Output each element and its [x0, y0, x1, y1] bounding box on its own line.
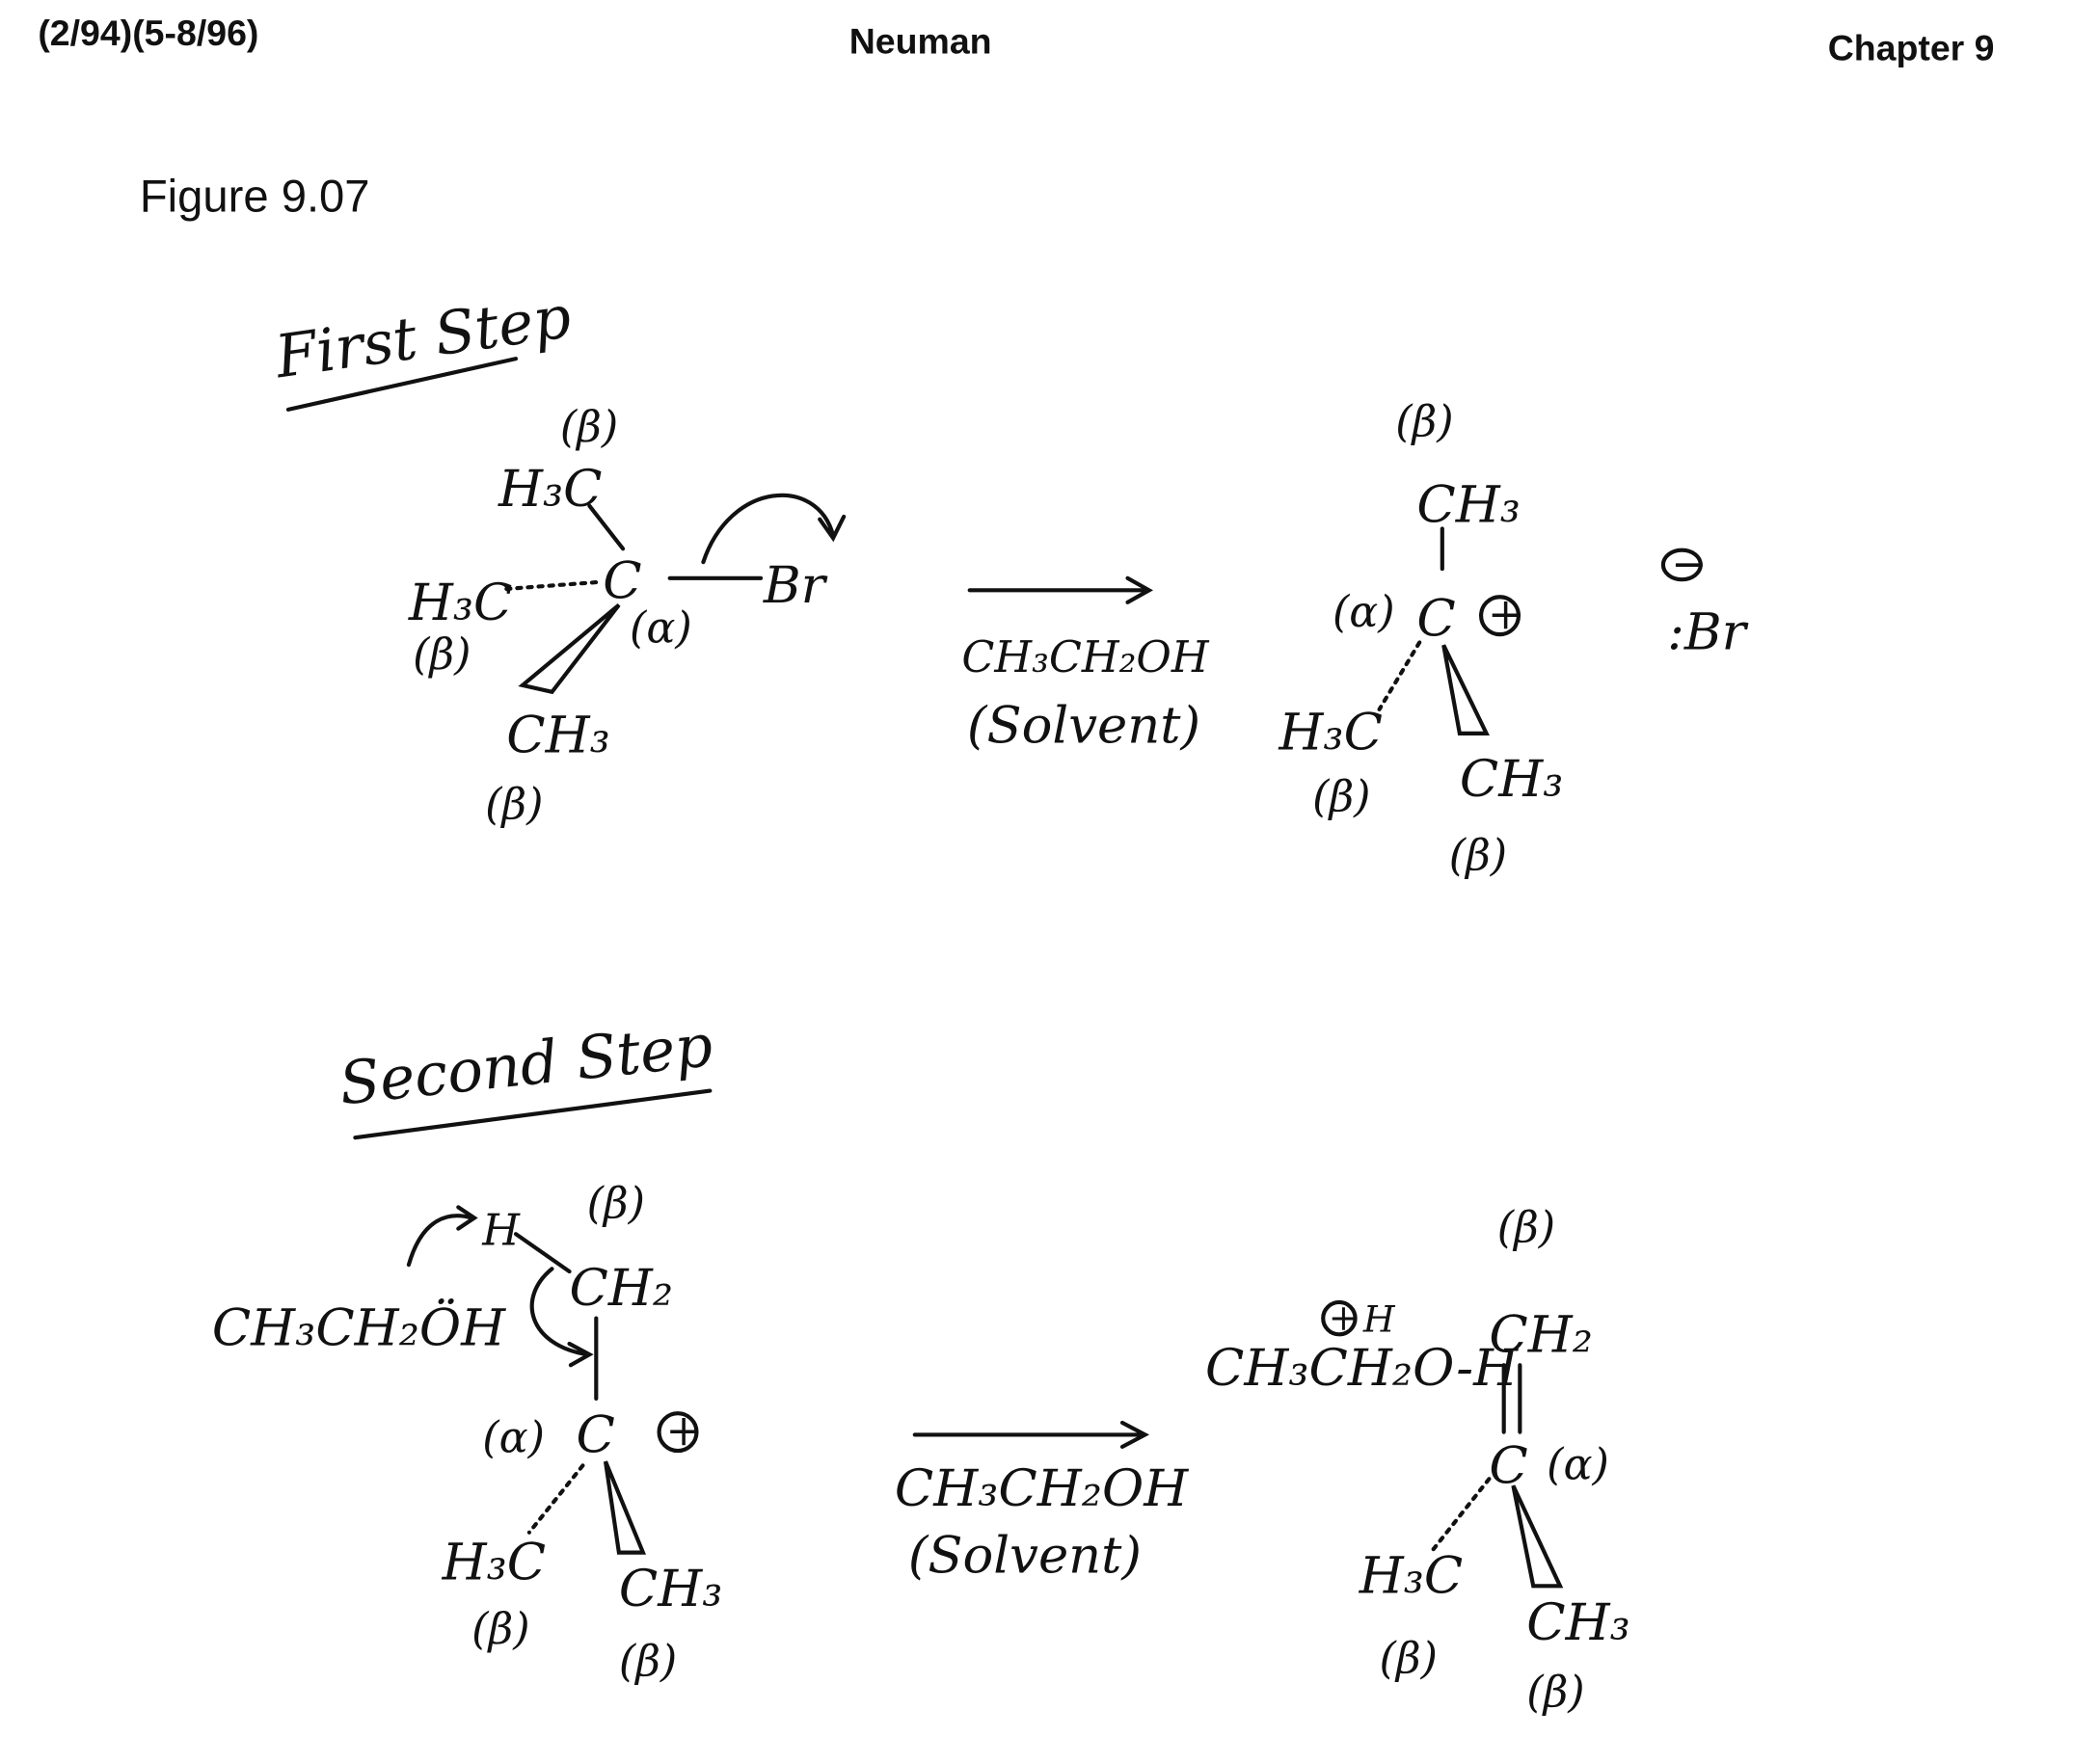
charge-symbol: +: [1329, 1296, 1359, 1339]
methyl-group: H₃C: [1359, 1546, 1464, 1605]
beta-label: (β): [1380, 1635, 1438, 1684]
alpha-label: (α): [630, 603, 692, 653]
double-bond: [1501, 1363, 1522, 1434]
title-underline: [285, 357, 519, 412]
beta-label: (β): [587, 1180, 645, 1229]
ethanol: CH₃CH₂ÖH: [212, 1298, 506, 1357]
wedge-bond: [603, 1460, 647, 1555]
methyl-group: H₃C: [408, 574, 513, 632]
wedge-bond: [518, 602, 621, 695]
alpha-label: (α): [1333, 588, 1395, 637]
charge-symbol: +: [1488, 591, 1523, 640]
alpha-carbon: C: [603, 552, 641, 611]
methyl-group: H₃C: [498, 460, 603, 519]
protonated-ethanol: CH₃CH₂O-H: [1205, 1339, 1519, 1398]
methyl-group: H₃C: [1278, 704, 1383, 762]
beta-label: (β): [1497, 1203, 1555, 1252]
second-step: Second Step CH₃CH₂ÖH H (β) CH₂ (α) C + H…: [212, 1011, 1630, 1717]
reaction-arrow-icon: [912, 1420, 1150, 1450]
wedge-bond: [1441, 644, 1490, 735]
reaction-arrow-icon: [967, 575, 1153, 604]
solvent-note: (Solvent): [967, 697, 1200, 756]
beta-label: (β): [1312, 772, 1370, 821]
hashed-bond: [504, 579, 600, 592]
alkene-carbon: C: [1489, 1436, 1527, 1495]
minus-charge-icon: [1660, 548, 1703, 582]
beta-label: (β): [1395, 398, 1453, 447]
plus-charge-icon: [1479, 595, 1521, 637]
curved-arrow-icon: [529, 1267, 594, 1368]
methyl-group: CH₃: [1416, 476, 1521, 535]
figure-label: Figure 9.07: [140, 171, 370, 222]
curved-arrow-icon: [406, 1205, 478, 1268]
header-dates: (2/94)(5-8/96): [38, 13, 258, 53]
alpha-label: (α): [1547, 1440, 1609, 1489]
header-chapter: Chapter 9: [1828, 27, 1995, 67]
methyl-group: CH₃: [1460, 750, 1564, 809]
wedge-bond: [1511, 1484, 1564, 1589]
charge-symbol: +: [666, 1407, 702, 1457]
methylene-group: CH₂: [570, 1259, 674, 1318]
solvent-formula: CH₃CH₂OH: [961, 633, 1209, 682]
beta-label: (β): [485, 781, 543, 830]
beta-label: (β): [413, 630, 471, 680]
methyl-group: CH₃: [1526, 1593, 1630, 1652]
solvent-note: (Solvent): [908, 1526, 1142, 1585]
oxonium-hydrogen: H: [1362, 1298, 1396, 1341]
hashed-bond: [1431, 1477, 1492, 1552]
plus-charge-icon: [1321, 1299, 1358, 1337]
solvent-formula: CH₃CH₂OH: [895, 1459, 1189, 1518]
methyl-group: CH₃: [619, 1560, 723, 1618]
carbocation-carbon: C: [1416, 590, 1455, 649]
carbocation-carbon: C: [576, 1405, 614, 1464]
methylene-group: CH₂: [1489, 1305, 1593, 1364]
plus-charge-icon: [657, 1411, 699, 1454]
methyl-group: H₃C: [442, 1533, 547, 1591]
first-step: First Step (β) H₃C C H₃C (β) (α) Br CH₃ …: [270, 282, 1748, 880]
beta-label: (β): [1449, 832, 1507, 881]
title-underline: [353, 1088, 713, 1140]
curved-arrow-icon: [701, 493, 847, 565]
header-author: Neuman: [849, 21, 992, 62]
bromine: Br: [763, 556, 828, 615]
second-step-title: Second Step: [337, 1011, 716, 1118]
hydrogen: H: [481, 1206, 521, 1255]
hashed-bond: [1377, 640, 1422, 711]
bond: [513, 1232, 572, 1274]
bromide-ion: :Br: [1667, 602, 1749, 661]
hashed-bond: [526, 1463, 585, 1535]
alpha-label: (α): [482, 1413, 545, 1462]
methyl-group: CH₃: [506, 706, 610, 764]
beta-label: (β): [560, 403, 618, 452]
beta-label: (β): [1526, 1668, 1584, 1717]
beta-label: (β): [471, 1605, 529, 1654]
first-step-title: First Step: [270, 282, 575, 391]
charge-symbol: −: [1671, 540, 1707, 589]
bond: [587, 503, 626, 551]
beta-label: (β): [619, 1637, 677, 1686]
